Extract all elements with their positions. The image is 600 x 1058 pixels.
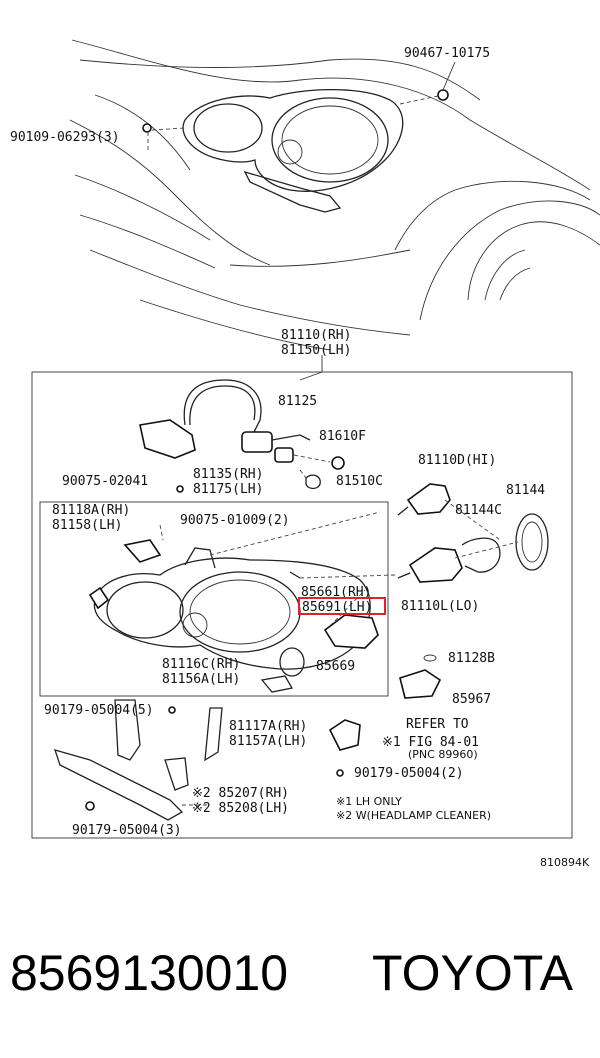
lamp-sub-frame bbox=[39, 501, 389, 697]
label-81156a-lh: 81156A(LH) bbox=[162, 672, 240, 687]
figure-code: 810894K bbox=[540, 856, 590, 869]
label-81110d-hi: 81110D(HI) bbox=[418, 453, 496, 468]
leveling-motor-drawing bbox=[53, 699, 361, 821]
label-85691-lh: 85691(LH) bbox=[302, 600, 372, 615]
label-81135-rh: 81135(RH) bbox=[193, 467, 263, 482]
brand-caption: TOYOTA bbox=[372, 945, 574, 1001]
label-90075-02041: 90075-02041 bbox=[62, 474, 148, 489]
label-90179-05004-3: 90179-05004(3) bbox=[72, 823, 182, 838]
label-81157a-lh: 81157A(LH) bbox=[229, 734, 307, 749]
label-90109-06293: 90109-06293(3) bbox=[10, 130, 120, 145]
label-85207-rh: ※2 85207(RH) bbox=[192, 786, 289, 801]
washer-bulb-drawing bbox=[260, 614, 379, 693]
label-81510c: 81510C bbox=[336, 474, 383, 489]
refer-pnc-label: (PNC 89960) bbox=[408, 748, 478, 761]
label-81158-lh: 81158(LH) bbox=[52, 518, 122, 533]
wire-harness-drawing bbox=[139, 379, 345, 490]
label-81128b: 81128B bbox=[448, 651, 495, 666]
part-number-caption: 8569130010 bbox=[10, 945, 288, 1001]
assembly-frame bbox=[31, 371, 573, 839]
label-85967: 85967 bbox=[452, 692, 491, 707]
label-90075-01009: 90075-01009(2) bbox=[180, 513, 290, 528]
label-90467-10175: 90467-10175 bbox=[404, 46, 490, 61]
label-81110l-lo: 81110L(LO) bbox=[401, 599, 479, 614]
refer-fig-label: ※1 FIG 84-01 bbox=[382, 735, 479, 750]
label-90179-05004-2: 90179-05004(2) bbox=[354, 766, 464, 781]
label-81150-lh: 81150(LH) bbox=[281, 343, 351, 358]
label-85669: 85669 bbox=[316, 659, 355, 674]
label-81110-rh: 81110(RH) bbox=[281, 328, 351, 343]
label-81125: 81125 bbox=[278, 394, 317, 409]
car-body-drawing bbox=[69, 39, 600, 351]
highlight-box-85691 bbox=[298, 597, 386, 615]
note-headlamp-cleaner: ※2 W(HEADLAMP CLEANER) bbox=[336, 809, 491, 822]
refer-to-label: REFER TO bbox=[406, 717, 469, 732]
label-81118a-rh: 81118A(RH) bbox=[52, 503, 130, 518]
label-85208-lh: ※2 85208(LH) bbox=[192, 801, 289, 816]
label-81175-lh: 81175(LH) bbox=[193, 482, 263, 497]
bulb-parts-drawing bbox=[397, 483, 549, 699]
label-81117a-rh: 81117A(RH) bbox=[229, 719, 307, 734]
label-90179-05004-5: 90179-05004(5) bbox=[44, 703, 154, 718]
label-81144c: 81144C bbox=[455, 503, 502, 518]
label-81116c-rh: 81116C(RH) bbox=[162, 657, 240, 672]
label-81610f: 81610F bbox=[319, 429, 366, 444]
label-85661-rh: 85661(RH) bbox=[301, 585, 371, 600]
note-lh-only: ※1 LH ONLY bbox=[336, 795, 402, 808]
label-81144: 81144 bbox=[506, 483, 545, 498]
